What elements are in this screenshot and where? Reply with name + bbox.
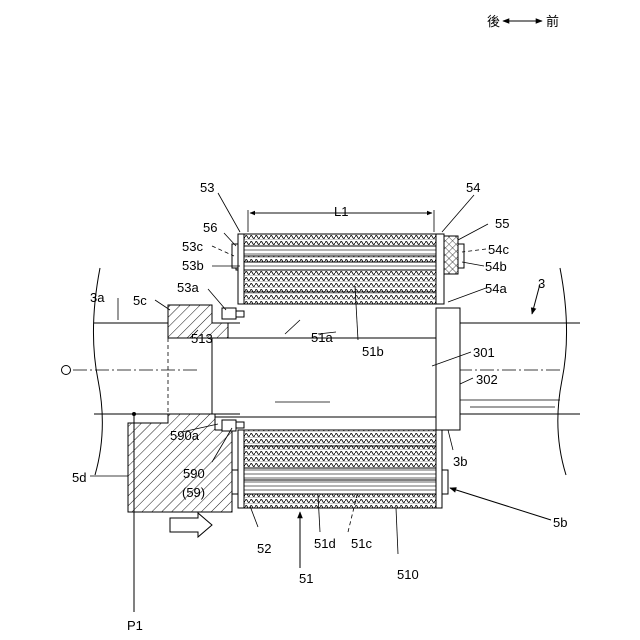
pin-lower <box>222 420 236 431</box>
label-5d: 5d <box>72 470 86 485</box>
label-51: 51 <box>299 571 313 586</box>
label-51a: 51a <box>311 330 333 345</box>
label-3b: 3b <box>453 454 467 469</box>
label-54b: 54b <box>485 259 507 274</box>
shaft-end-cap <box>436 308 460 430</box>
label-55: 55 <box>495 216 509 231</box>
label-510: 510 <box>397 567 419 582</box>
rear-label: 後 <box>487 14 500 29</box>
label-56: 56 <box>203 220 217 235</box>
label-3: 3 <box>538 276 545 291</box>
lower-coil-assembly <box>232 430 448 508</box>
label-513: 513 <box>191 331 213 346</box>
end-ring-55 <box>444 236 458 274</box>
direction-indicator: 後 前 <box>487 14 559 29</box>
label-54a: 54a <box>485 281 507 296</box>
dimension-L1: L1 <box>248 204 434 232</box>
label-59: (59) <box>182 485 205 500</box>
dimension-label-L1: L1 <box>334 204 348 219</box>
label-P1: P1 <box>127 618 143 633</box>
label-51c: 51c <box>351 536 372 551</box>
label-302: 302 <box>476 372 498 387</box>
label-301: 301 <box>473 345 495 360</box>
label-51b: 51b <box>362 344 384 359</box>
label-54: 54 <box>466 180 480 195</box>
label-53a: 53a <box>177 280 199 295</box>
label-54c: 54c <box>488 242 509 257</box>
label-3a: 3a <box>90 290 105 305</box>
label-5c: 5c <box>133 293 147 308</box>
front-label: 前 <box>546 14 559 29</box>
label-53b: 53b <box>182 258 204 273</box>
label-590: 590 <box>183 466 205 481</box>
label-51d: 51d <box>314 536 336 551</box>
label-590a: 590a <box>170 428 200 443</box>
label-53: 53 <box>200 180 214 195</box>
pin-53a-upper <box>222 308 236 319</box>
label-53c: 53c <box>182 239 203 254</box>
move-direction-arrow-icon <box>170 513 212 537</box>
label-5b: 5b <box>553 515 567 530</box>
end-ring-56 <box>232 244 238 268</box>
label-52: 52 <box>257 541 271 556</box>
upper-coil-assembly <box>232 234 464 304</box>
axis-origin-icon <box>62 366 71 375</box>
